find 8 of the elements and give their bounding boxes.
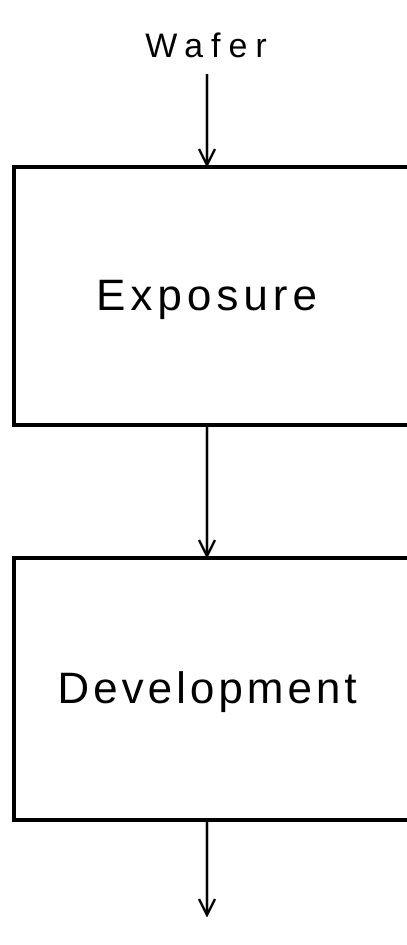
arrow	[198, 822, 216, 916]
input-label: Wafer	[145, 26, 275, 66]
step-label: Development	[57, 664, 361, 714]
process-box	[12, 556, 407, 822]
process-box	[12, 165, 407, 427]
arrow	[198, 74, 216, 166]
step-label: Exposure	[96, 271, 322, 321]
arrow	[198, 427, 216, 558]
